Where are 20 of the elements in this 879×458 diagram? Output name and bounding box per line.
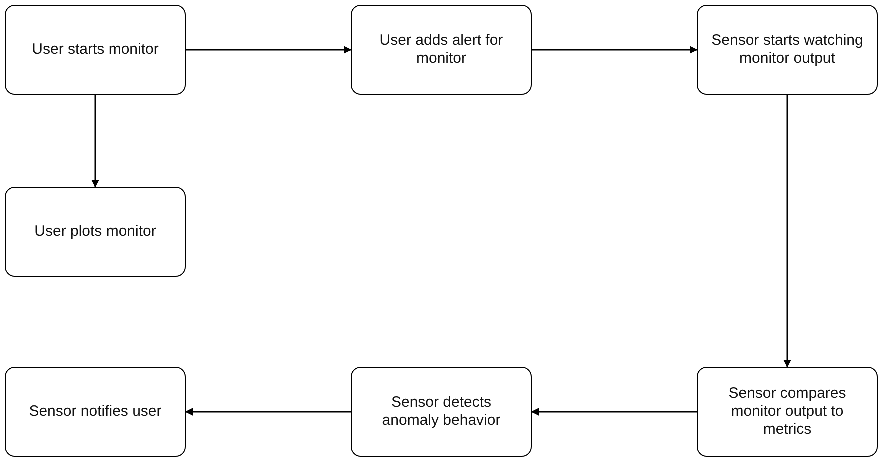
process-box [351,5,532,95]
process-box [5,187,186,277]
box-label: Sensor compares monitor output to metrics [728,385,848,439]
box-label: Sensor detects anomaly behavior [381,394,502,430]
arrow [532,46,698,54]
arrow [185,408,351,416]
arrow [531,408,697,416]
process-box [697,5,878,95]
process-box [351,367,532,457]
box-label: User starts monitor [32,41,159,59]
box-label: Sensor notifies user [29,403,162,421]
box-label: User plots monitor [34,223,156,241]
process-box [5,367,186,457]
process-box [5,5,186,95]
arrow [92,95,100,188]
arrow [186,46,352,54]
process-box [697,367,878,457]
box-label: Sensor starts watching monitor output [710,32,864,68]
arrow [784,95,792,368]
box-label: User adds alert for monitor [378,32,504,68]
